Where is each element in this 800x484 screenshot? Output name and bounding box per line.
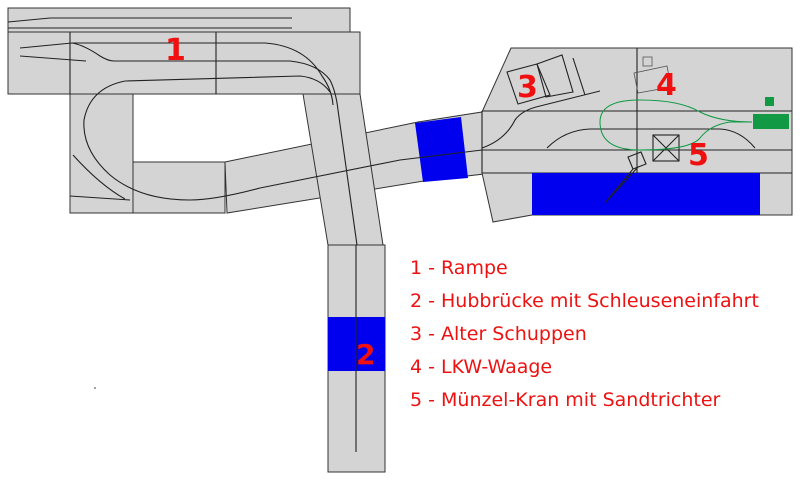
truck	[753, 114, 789, 129]
marker-1: 1	[165, 33, 186, 68]
legend-item-4: 4 - LKW-Waage	[410, 356, 553, 378]
track	[124, 75, 331, 93]
leg-upper	[302, 93, 384, 246]
track	[546, 128, 756, 149]
scale-hut	[642, 56, 653, 67]
legend-item-3: 3 - Alter Schuppen	[410, 323, 587, 345]
legend: 1 - Rampe 2 - Hubbrücke mit Schleusenein…	[410, 252, 759, 417]
track	[572, 57, 586, 96]
track	[481, 90, 601, 149]
track	[69, 195, 131, 201]
track	[7, 17, 292, 29]
track	[19, 55, 87, 62]
track	[72, 154, 126, 200]
loop-bottom-block	[132, 161, 226, 214]
road	[599, 99, 753, 151]
legend-item-5: 5 - Münzel-Kran mit Sandtrichter	[410, 389, 721, 411]
water-basin	[532, 173, 760, 215]
loop-block	[69, 93, 134, 214]
marker-4: 4	[656, 68, 677, 103]
old-shed	[506, 63, 551, 105]
sand-hopper	[604, 151, 647, 204]
marker-3: 3	[517, 70, 538, 105]
legend-item-2: 2 - Hubbrücke mit Schleuseneinfahrt	[410, 290, 759, 312]
marker-2: 2	[356, 338, 375, 371]
crane	[652, 134, 680, 162]
marker-5: 5	[688, 138, 709, 173]
legend-item-1: 1 - Rampe	[410, 257, 508, 279]
track	[72, 42, 334, 106]
track	[19, 42, 358, 246]
dot	[94, 387, 96, 389]
old-shed	[536, 54, 574, 98]
truck-scale	[633, 65, 672, 94]
bridge-blue	[415, 117, 468, 182]
crane	[652, 134, 680, 162]
truck-small	[765, 97, 774, 106]
track	[83, 80, 792, 201]
